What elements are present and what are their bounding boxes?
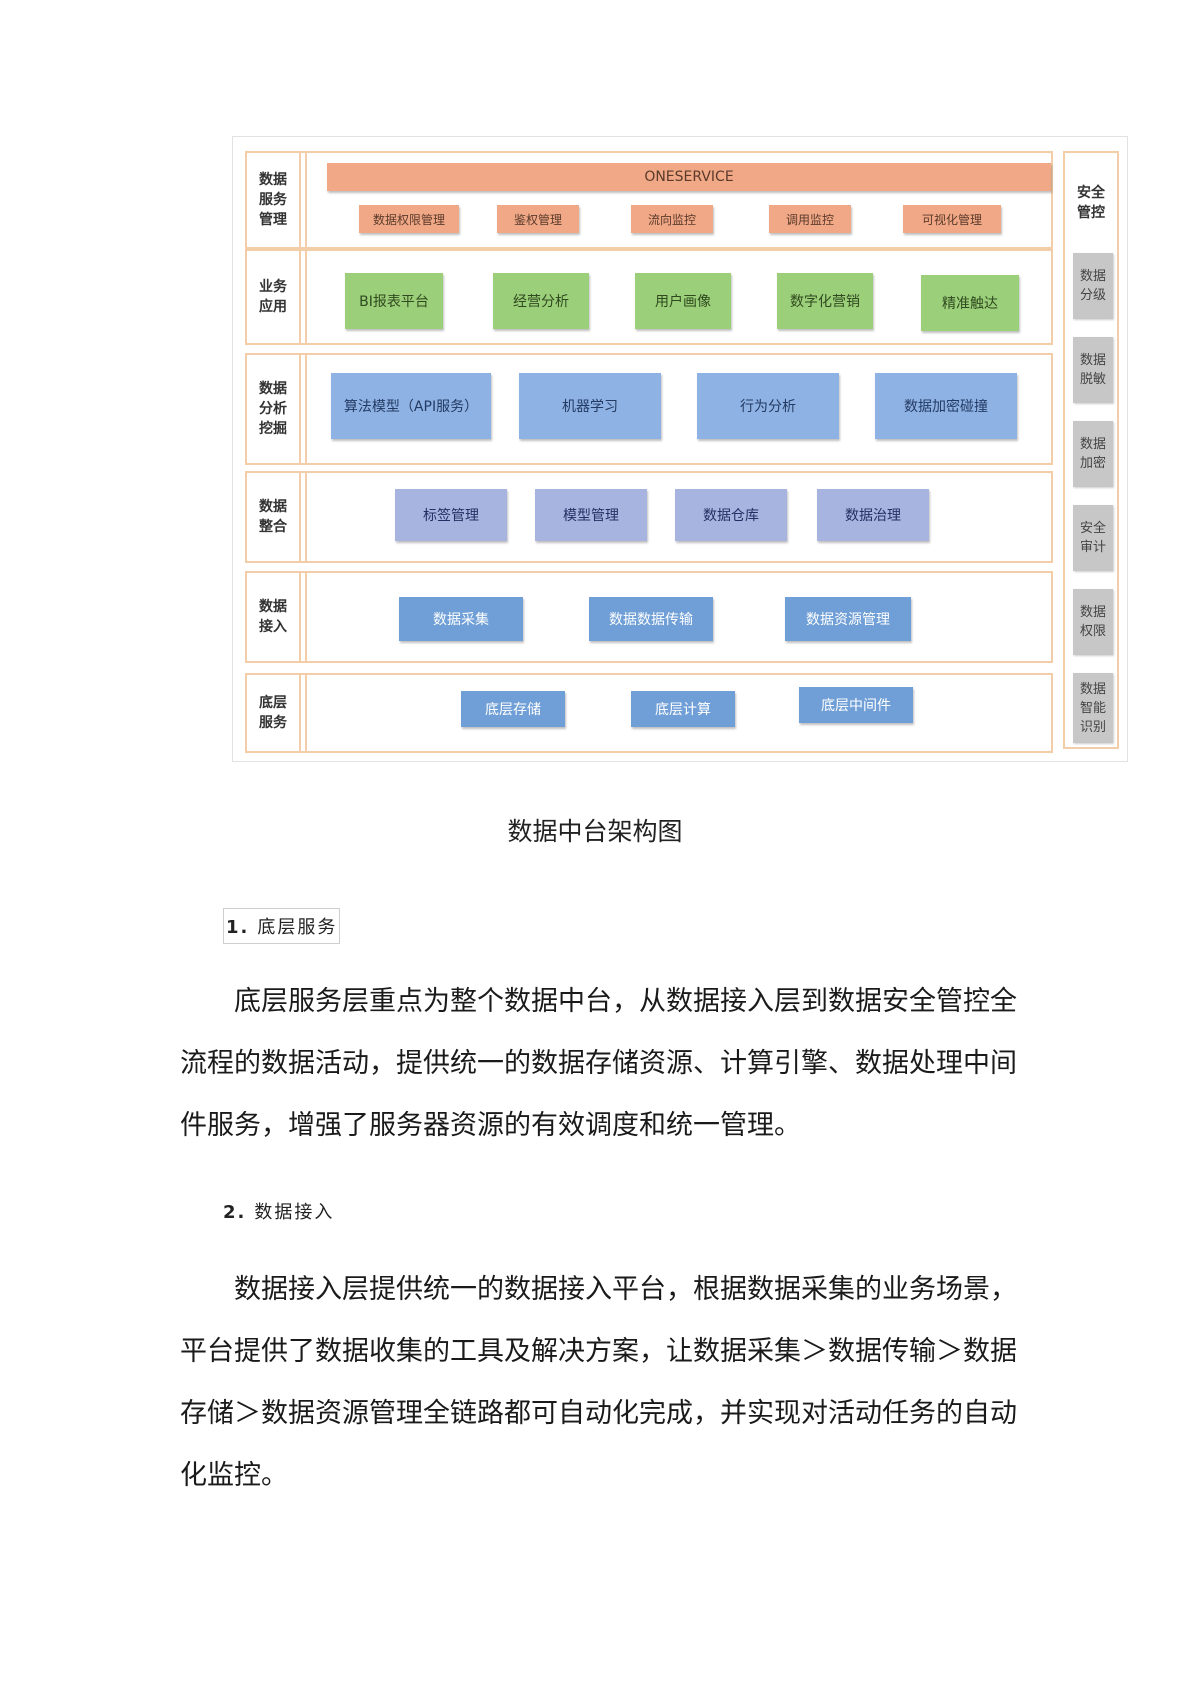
sec-item-data-classification: 数据 分级: [1073, 253, 1113, 319]
box-base-middleware: 底层中间件: [799, 687, 913, 723]
box-data-permission-management: 数据权限管理: [359, 205, 459, 233]
diagram-caption: 数据中台架构图: [507, 817, 683, 846]
security-control-column: 安全 管控 数据 分级 数据 脱敏 数据 加密 安全 审计 数据 权限 数据 智…: [1063, 151, 1119, 749]
section-title-2: 2. 数据接入: [223, 1198, 334, 1224]
box-behavior-analysis: 行为分析: [697, 373, 839, 439]
box-precise-reach: 精准触达: [921, 275, 1019, 331]
paragraph-line: 底层服务层重点为整个数据中台，从数据接入层到数据安全管控全: [234, 986, 1017, 1017]
box-business-analysis: 经营分析: [493, 273, 589, 329]
paragraph-line: 化监控。: [180, 1460, 288, 1491]
layer-business-application: 业务 应用 BI报表平台 经营分析 用户画像 数字化营销 精准触达: [245, 249, 1053, 345]
paragraph-line: 平台提供了数据收集的工具及解决方案，让数据采集＞数据传输＞数据: [180, 1336, 1017, 1367]
paragraph-line: 数据接入层提供统一的数据接入平台，根据数据采集的业务场景，: [234, 1274, 1017, 1305]
paragraph-line: 件服务，增强了服务器资源的有效调度和统一管理。: [180, 1110, 801, 1141]
layer-body: BI报表平台 经营分析 用户画像 数字化营销 精准触达: [305, 251, 1053, 343]
layer-body: 数据采集 数据数据传输 数据资源管理: [305, 573, 1053, 661]
layer-data-service-management: 数据 服务 管理 ONESERVICE 数据权限管理 鉴权管理 流向监控 调用监…: [245, 151, 1053, 249]
paragraph-line: 存储＞数据资源管理全链路都可自动化完成，并实现对活动任务的自动: [180, 1398, 1017, 1429]
layer-label: 底层 服务: [245, 675, 301, 751]
box-data-resource-management: 数据资源管理: [785, 597, 911, 641]
layer-data-analysis-mining: 数据 分析 挖掘 算法模型（API服务） 机器学习 行为分析 数据加密碰撞: [245, 353, 1053, 465]
layer-base-services: 底层 服务 底层存储 底层计算 底层中间件: [245, 673, 1053, 753]
box-auth-management: 鉴权管理: [497, 205, 579, 233]
layer-label: 数据 服务 管理: [245, 153, 301, 247]
security-title: 安全 管控: [1077, 185, 1105, 221]
layer-label: 数据 接入: [245, 573, 301, 661]
layer-body: 算法模型（API服务） 机器学习 行为分析 数据加密碰撞: [305, 355, 1053, 463]
sec-item-security-audit: 安全 审计: [1073, 505, 1113, 571]
box-algorithm-model: 算法模型（API服务）: [331, 373, 491, 439]
box-tag-management: 标签管理: [395, 489, 507, 541]
box-call-monitoring: 调用监控: [769, 205, 851, 233]
layer-data-access: 数据 接入 数据采集 数据数据传输 数据资源管理: [245, 571, 1053, 663]
section-number: 2.: [223, 1202, 247, 1223]
box-machine-learning: 机器学习: [519, 373, 661, 439]
box-base-compute: 底层计算: [631, 691, 735, 727]
box-base-storage: 底层存储: [461, 691, 565, 727]
architecture-diagram: 数据 服务 管理 ONESERVICE 数据权限管理 鉴权管理 流向监控 调用监…: [232, 136, 1128, 762]
section-paragraph-1: 底层服务层重点为整个数据中台，从数据接入层到数据安全管控全 流程的数据活动，提供…: [180, 971, 1020, 1157]
paragraph-line: 流程的数据活动，提供统一的数据存储资源、计算引擎、数据处理中间: [180, 1048, 1017, 1079]
section-paragraph-2: 数据接入层提供统一的数据接入平台，根据数据采集的业务场景， 平台提供了数据收集的…: [180, 1259, 1020, 1507]
layer-label: 数据 分析 挖掘: [245, 355, 301, 463]
box-user-profile: 用户画像: [635, 273, 731, 329]
layer-data-integration: 数据 整合 标签管理 模型管理 数据仓库 数据治理: [245, 471, 1053, 563]
sec-item-data-permission: 数据 权限: [1073, 589, 1113, 655]
layer-label: 数据 整合: [245, 473, 301, 561]
sec-item-data-encryption: 数据 加密: [1073, 421, 1113, 487]
layer-body: 标签管理 模型管理 数据仓库 数据治理: [305, 473, 1053, 561]
box-data-warehouse: 数据仓库: [675, 489, 787, 541]
box-data-transmission: 数据数据传输: [589, 597, 713, 641]
oneservice-banner: ONESERVICE: [327, 163, 1051, 191]
box-digital-marketing: 数字化营销: [777, 273, 873, 329]
box-data-collection: 数据采集: [399, 597, 523, 641]
layer-label: 业务 应用: [245, 251, 301, 343]
section-title-1: 1. 底层服务: [223, 908, 341, 944]
box-data-governance: 数据治理: [817, 489, 929, 541]
box-visualization-management: 可视化管理: [903, 205, 1001, 233]
section-heading: 数据接入: [254, 1202, 335, 1223]
sec-item-data-smart-identification: 数据 智能 识别: [1073, 673, 1113, 743]
section-number: 1.: [226, 917, 250, 938]
box-flow-monitoring: 流向监控: [631, 205, 713, 233]
sec-item-data-masking: 数据 脱敏: [1073, 337, 1113, 403]
box-data-encryption-collision: 数据加密碰撞: [875, 373, 1017, 439]
section-heading: 底层服务: [257, 917, 338, 938]
layer-body: ONESERVICE 数据权限管理 鉴权管理 流向监控 调用监控 可视化管理: [305, 153, 1053, 247]
box-model-management: 模型管理: [535, 489, 647, 541]
box-bi-report-platform: BI报表平台: [345, 273, 443, 329]
layer-body: 底层存储 底层计算 底层中间件: [305, 675, 1053, 751]
